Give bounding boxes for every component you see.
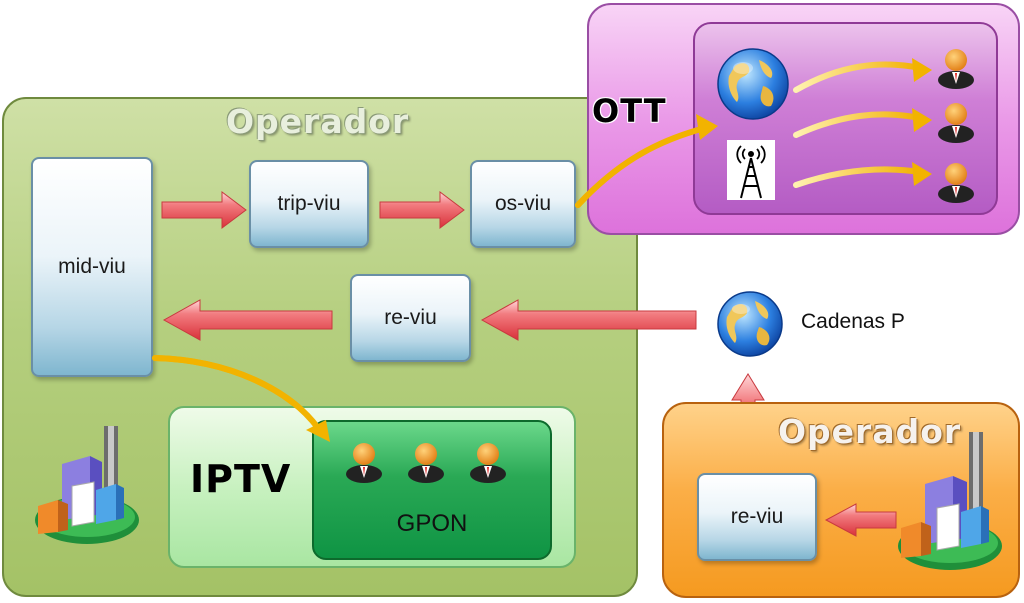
- os-viu-label: os-viu: [494, 192, 552, 215]
- re-viu-box[interactable]: re-viu: [350, 274, 471, 362]
- user-icon: [938, 103, 974, 143]
- arrow-trip-to-os: [379, 191, 465, 229]
- iptv-title: IPTV: [190, 457, 292, 501]
- user-icon: [938, 163, 974, 203]
- user-icon: [346, 443, 382, 483]
- buildings-icon: [35, 426, 139, 544]
- user-icon: [408, 443, 444, 483]
- globe-icon: [717, 48, 789, 120]
- operator-title: Operador: [226, 102, 410, 141]
- gpon-box[interactable]: [312, 420, 552, 560]
- cadenas-label: Cadenas P: [801, 310, 905, 333]
- arrow-globe-to-re: [480, 299, 697, 341]
- mid-viu-box[interactable]: mid-viu: [31, 157, 153, 377]
- re-viu-second-box[interactable]: re-viu: [697, 473, 817, 561]
- operator-second-title: Operador: [778, 412, 962, 451]
- re-viu-second-label: re-viu: [730, 505, 784, 528]
- trip-viu-label: trip-viu: [277, 192, 341, 215]
- re-viu-label: re-viu: [384, 306, 437, 329]
- os-viu-box[interactable]: os-viu: [470, 160, 576, 248]
- arrow-re-to-mid: [162, 299, 333, 341]
- gpon-label: GPON: [396, 510, 468, 537]
- arrow-mid-to-trip: [161, 191, 247, 229]
- trip-viu-box[interactable]: trip-viu: [249, 160, 369, 248]
- user-icon: [938, 49, 974, 89]
- user-icon: [470, 443, 506, 483]
- ott-title: OTT: [592, 92, 667, 130]
- arrow-buildings-to-re: [824, 503, 897, 537]
- globe-icon: [717, 291, 783, 357]
- mid-viu-label: mid-viu: [58, 255, 126, 278]
- buildings-icon: [898, 432, 1002, 570]
- antenna-tower-icon: [727, 140, 775, 200]
